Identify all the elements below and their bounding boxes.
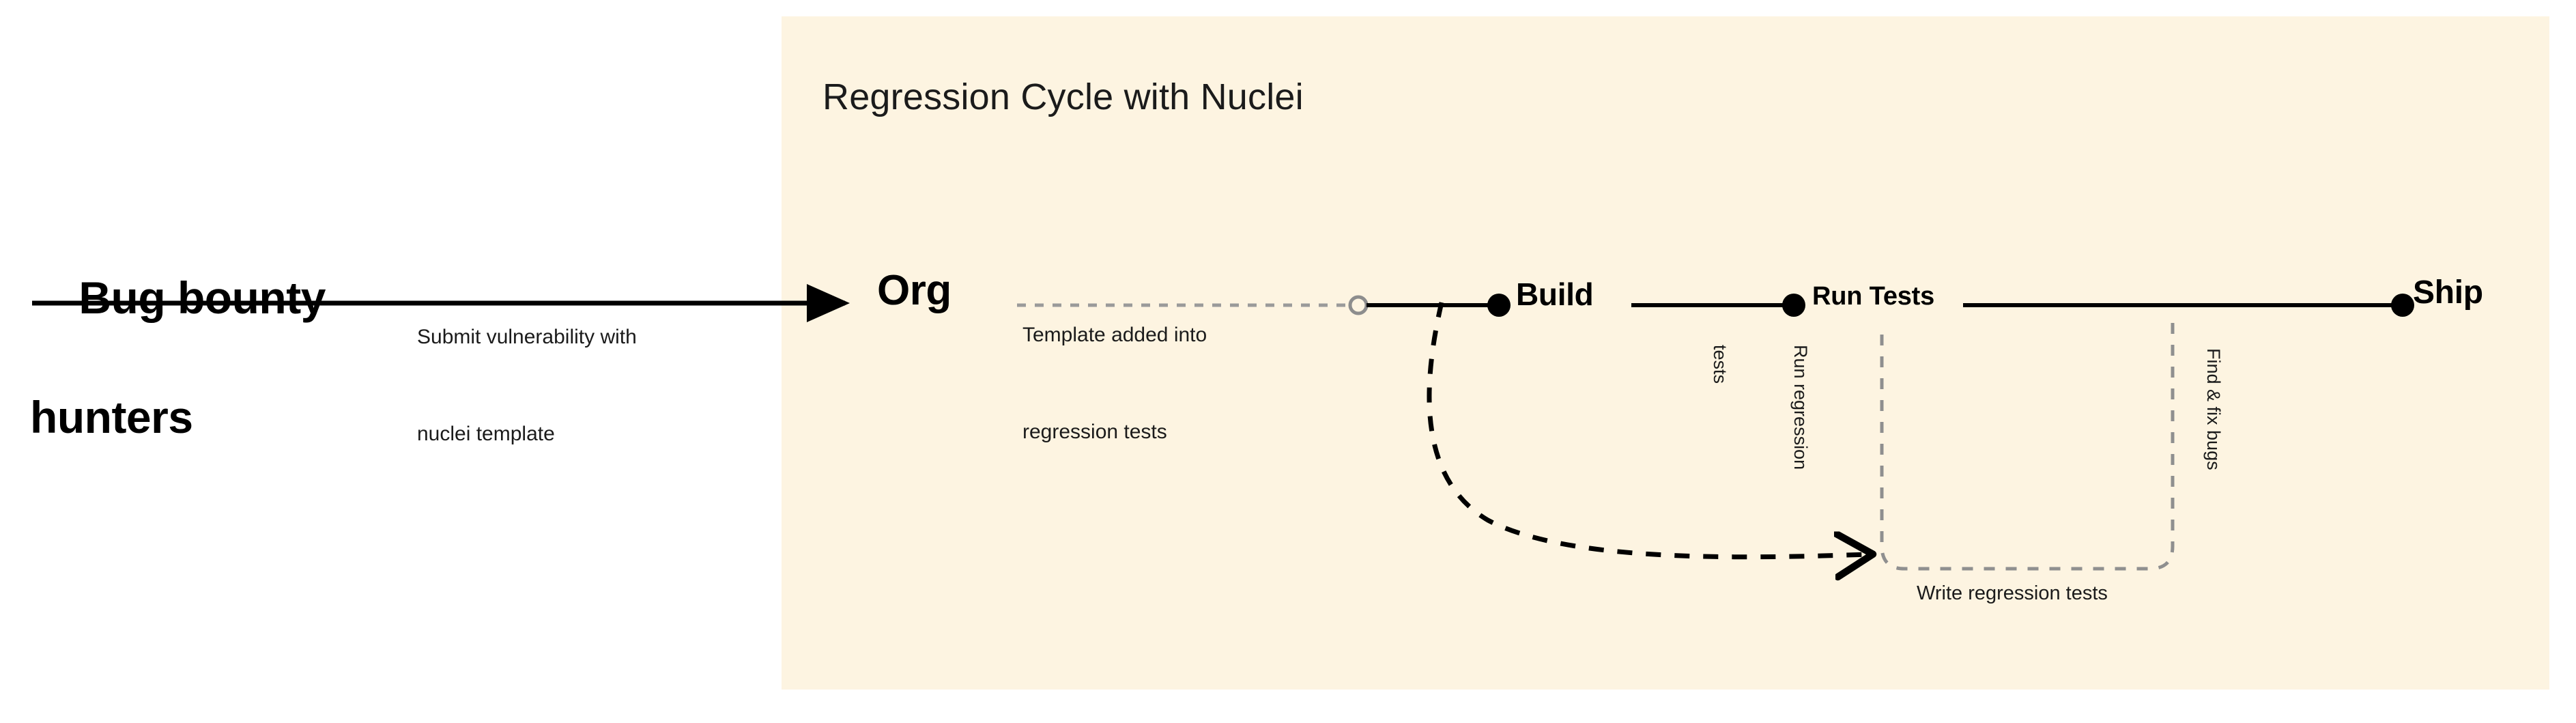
- node-ship[interactable]: Ship: [2413, 274, 2483, 311]
- node-build[interactable]: Build: [1516, 277, 1594, 312]
- node-run-tests[interactable]: Run Tests: [1812, 282, 1935, 311]
- edge-label-run-regression-tests: Run regression tests: [1653, 345, 1867, 556]
- edge-label-submit: Submit vulnerability with nuclei templat…: [417, 256, 758, 515]
- edge-label-find-fix-bugs: Find & fix bugs: [2203, 348, 2224, 470]
- bracket-label-write-regression-tests: Write regression tests: [1917, 582, 2108, 604]
- edge-label-submit-line-1: Submit vulnerability with: [417, 325, 637, 348]
- actor-label: Bug bounty hunters: [30, 208, 412, 568]
- edge-label-run-regression-line-1: Run regression: [1790, 345, 1811, 470]
- edge-label-template-line-1: Template added into: [1022, 323, 1207, 346]
- node-org[interactable]: Org: [877, 267, 951, 314]
- panel-title: Regression Cycle with Nuclei: [822, 76, 1304, 117]
- edge-label-template-line-2: regression tests: [1022, 420, 1167, 443]
- actor-line-2: hunters: [30, 392, 193, 443]
- actor-line-1: Bug bounty: [78, 272, 326, 323]
- edge-label-template: Template added into regression tests: [1022, 254, 1343, 513]
- edge-label-submit-line-2: nuclei template: [417, 422, 555, 445]
- edge-label-run-regression-line-2: tests: [1710, 345, 1731, 384]
